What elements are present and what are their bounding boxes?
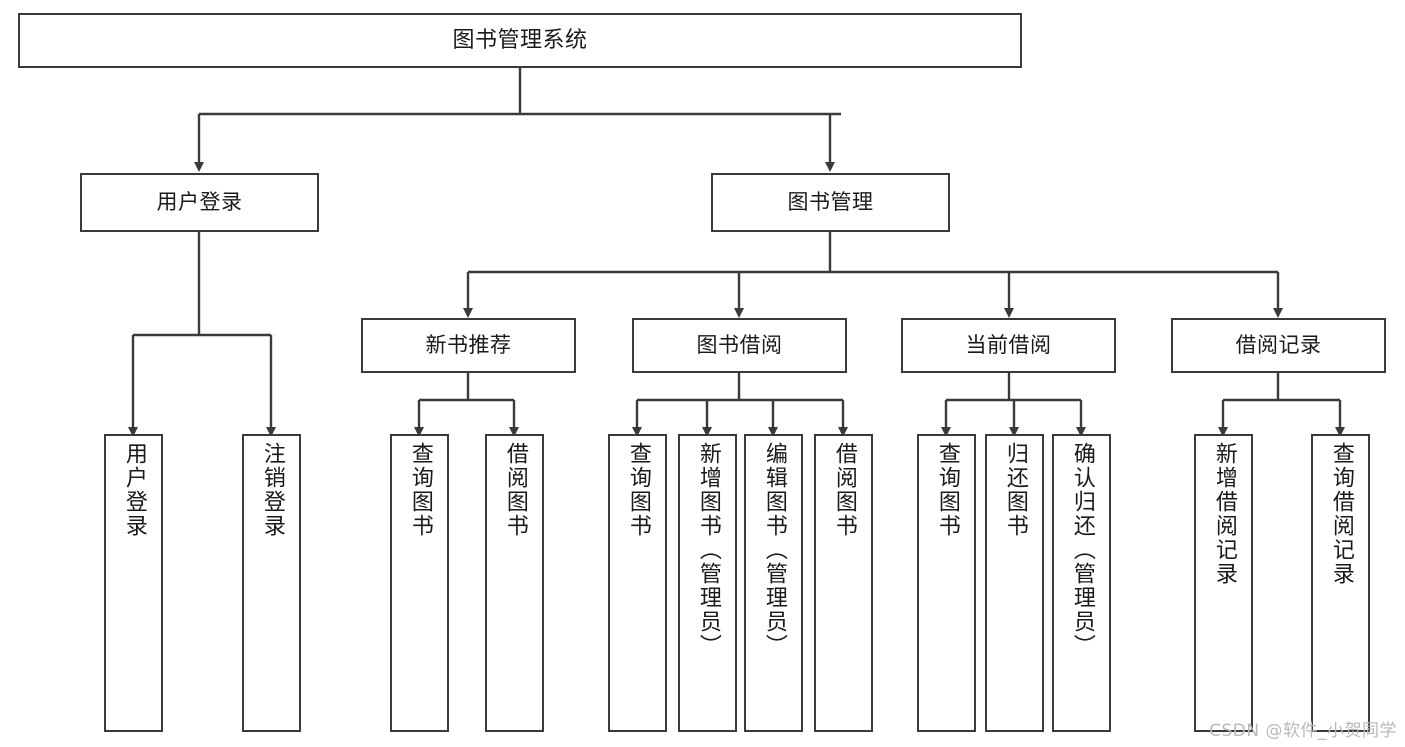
node-new-book-recommend[interactable]: 新书推荐 [361, 318, 576, 373]
node-leaf-confirm-return-admin-label: 确认归还（管理员） [1069, 442, 1095, 658]
node-leaf-query-book-borrow-label: 查询图书 [625, 442, 651, 538]
node-borrow-record[interactable]: 借阅记录 [1171, 318, 1386, 373]
node-leaf-add-book-admin-label: 新增图书（管理员） [695, 442, 721, 658]
node-leaf-logout-label: 注销登录 [259, 442, 285, 538]
node-borrow-record-label: 借阅记录 [1235, 333, 1322, 358]
node-user-login[interactable]: 用户登录 [80, 173, 319, 232]
node-user-login-label: 用户登录 [156, 190, 243, 215]
node-current-borrow[interactable]: 当前借阅 [901, 318, 1116, 373]
node-root-system-label: 图书管理系统 [452, 27, 588, 53]
node-leaf-logout[interactable]: 注销登录 [242, 434, 301, 732]
node-leaf-borrow-book-recommend[interactable]: 借阅图书 [485, 434, 544, 732]
node-leaf-user-login-label: 用户登录 [121, 442, 147, 538]
node-new-book-recommend-label: 新书推荐 [425, 333, 512, 358]
node-leaf-return-book-label: 归还图书 [1002, 442, 1028, 538]
node-root-system[interactable]: 图书管理系统 [18, 13, 1022, 68]
node-leaf-add-borrow-record[interactable]: 新增借阅记录 [1194, 434, 1253, 732]
node-leaf-user-login[interactable]: 用户登录 [104, 434, 163, 732]
node-book-borrow-label: 图书借阅 [696, 333, 783, 358]
node-leaf-add-borrow-record-label: 新增借阅记录 [1211, 442, 1237, 586]
node-leaf-confirm-return-admin[interactable]: 确认归还（管理员） [1052, 434, 1111, 732]
node-leaf-query-book-current[interactable]: 查询图书 [917, 434, 976, 732]
node-leaf-borrow-book[interactable]: 借阅图书 [814, 434, 873, 732]
node-leaf-return-book[interactable]: 归还图书 [985, 434, 1044, 732]
node-leaf-query-book-current-label: 查询图书 [934, 442, 960, 538]
node-leaf-query-book-recommend-label: 查询图书 [407, 442, 433, 538]
node-book-management-label: 图书管理 [787, 190, 874, 215]
csdn-watermark: CSDN @软件_小贺同学 [1209, 721, 1397, 741]
node-leaf-edit-book-admin[interactable]: 编辑图书（管理员） [744, 434, 803, 732]
node-leaf-edit-book-admin-label: 编辑图书（管理员） [761, 442, 787, 658]
node-leaf-query-borrow-record[interactable]: 查询借阅记录 [1311, 434, 1370, 732]
node-book-management[interactable]: 图书管理 [711, 173, 950, 232]
node-book-borrow[interactable]: 图书借阅 [632, 318, 847, 373]
node-leaf-query-borrow-record-label: 查询借阅记录 [1328, 442, 1354, 586]
node-leaf-borrow-book-label: 借阅图书 [831, 442, 857, 538]
node-leaf-add-book-admin[interactable]: 新增图书（管理员） [678, 434, 737, 732]
node-leaf-borrow-book-recommend-label: 借阅图书 [502, 442, 528, 538]
node-leaf-query-book-borrow[interactable]: 查询图书 [608, 434, 667, 732]
node-current-borrow-label: 当前借阅 [965, 333, 1052, 358]
node-leaf-query-book-recommend[interactable]: 查询图书 [390, 434, 449, 732]
